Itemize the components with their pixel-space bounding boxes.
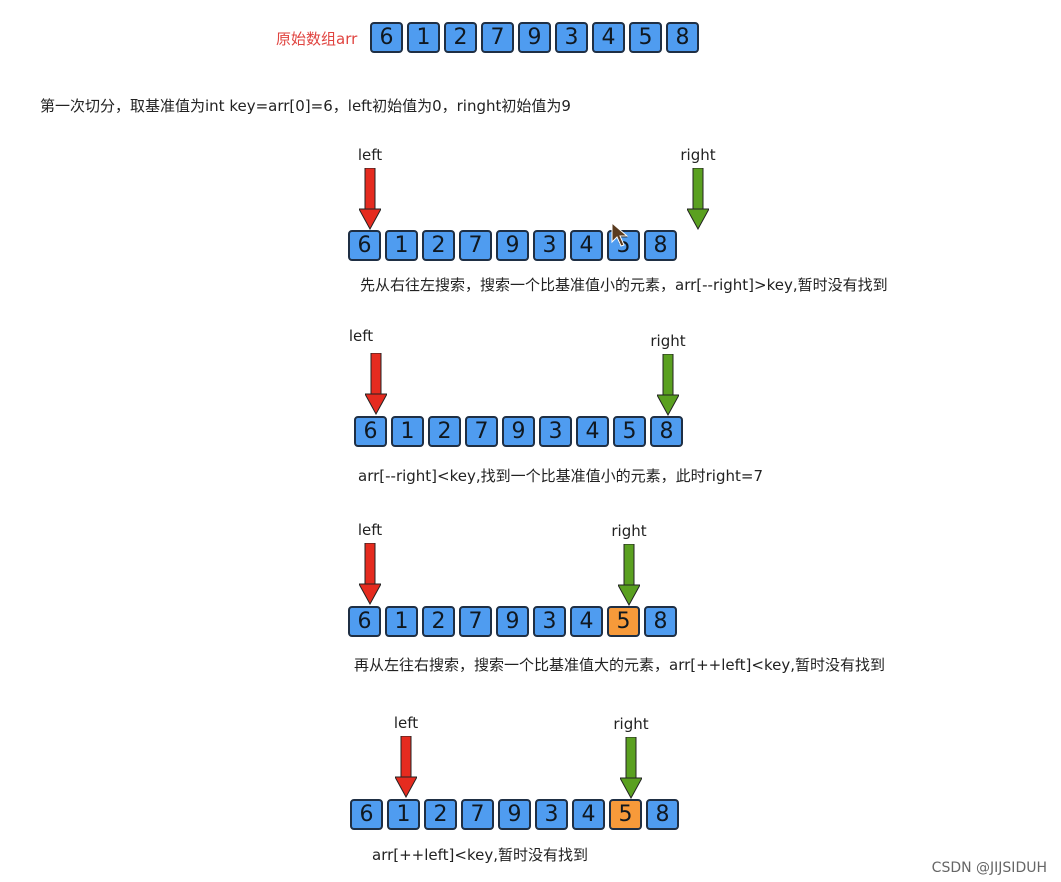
array-cell: 3 <box>539 416 572 447</box>
array-cell: 5 <box>629 22 662 53</box>
array-cell: 8 <box>650 416 683 447</box>
array-cell: 6 <box>348 230 381 261</box>
array-cell: 2 <box>422 230 455 261</box>
right-label: right <box>611 522 647 540</box>
right-arrow-icon <box>657 354 679 416</box>
left-label: left <box>348 327 374 345</box>
array-cell: 2 <box>428 416 461 447</box>
array-cell: 3 <box>533 606 566 637</box>
step4-caption: arr[++left]<key,暂时没有找到 <box>372 846 588 864</box>
array-cell: 2 <box>424 799 457 830</box>
array-cell: 4 <box>570 606 603 637</box>
array-cell: 1 <box>407 22 440 53</box>
array-cell: 2 <box>444 22 477 53</box>
left-arrow-icon <box>359 543 381 605</box>
array-cell: 7 <box>459 606 492 637</box>
watermark: CSDN @JIJSIDUH <box>931 860 1047 876</box>
array-cell: 5 <box>607 606 640 637</box>
array-cell: 7 <box>459 230 492 261</box>
step4-right-pointer: right <box>611 715 651 799</box>
array-cell: 7 <box>481 22 514 53</box>
step1-right-pointer: right <box>678 146 718 230</box>
right-arrow-icon <box>618 544 640 606</box>
right-label: right <box>680 146 716 164</box>
array-cell: 9 <box>496 230 529 261</box>
left-arrow-icon <box>359 168 381 230</box>
step2-caption: arr[--right]<key,找到一个比基准值小的元素，此时right=7 <box>358 467 763 485</box>
array-cell: 5 <box>613 416 646 447</box>
step1-caption: 先从右往左搜索，搜索一个比基准值小的元素，arr[--right]>key,暂时… <box>360 276 888 294</box>
array-cell: 6 <box>348 606 381 637</box>
array-cell: 4 <box>592 22 625 53</box>
right-label: right <box>650 332 686 350</box>
mouse-cursor-icon <box>611 222 629 247</box>
array-cell: 9 <box>498 799 531 830</box>
array-cell: 7 <box>461 799 494 830</box>
array-cell: 6 <box>370 22 403 53</box>
intro-text: 第一次切分，取基准值为int key=arr[0]=6，left初始值为0，ri… <box>40 97 571 115</box>
step3-right-pointer: right <box>609 522 649 606</box>
step2-right-pointer: right <box>648 332 688 416</box>
array-cell: 8 <box>666 22 699 53</box>
array-cell: 8 <box>644 230 677 261</box>
array-cell: 6 <box>354 416 387 447</box>
left-label: left <box>357 521 383 539</box>
step2-left-pointer: left <box>341 327 381 345</box>
array-cell: 1 <box>387 799 420 830</box>
array-cell: 8 <box>644 606 677 637</box>
array-cell: 6 <box>350 799 383 830</box>
array-cell: 3 <box>535 799 568 830</box>
step3-left-pointer: left <box>350 521 390 605</box>
array-cell: 1 <box>385 606 418 637</box>
right-label: right <box>613 715 649 733</box>
array-cell: 8 <box>646 799 679 830</box>
step1-left-pointer: left <box>350 146 390 230</box>
array-cell: 3 <box>533 230 566 261</box>
left-arrow-icon <box>395 736 417 798</box>
array-cell: 9 <box>502 416 535 447</box>
right-arrow-icon <box>620 737 642 799</box>
array-cell: 4 <box>576 416 609 447</box>
array-cell: 3 <box>555 22 588 53</box>
original-array-label: 原始数组arr <box>276 30 358 48</box>
left-arrow-icon <box>365 353 387 415</box>
right-arrow-icon <box>687 168 709 230</box>
left-label: left <box>393 714 419 732</box>
array-cell: 4 <box>570 230 603 261</box>
array-cell: 7 <box>465 416 498 447</box>
left-label: left <box>357 146 383 164</box>
array-cell: 1 <box>385 230 418 261</box>
step4-left-pointer: left <box>386 714 426 798</box>
array-cell: 9 <box>518 22 551 53</box>
step3-caption: 再从左往右搜索，搜索一个比基准值大的元素，arr[++left]<key,暂时没… <box>354 656 885 674</box>
array-cell: 9 <box>496 606 529 637</box>
array-cell: 4 <box>572 799 605 830</box>
array-cell: 5 <box>609 799 642 830</box>
array-cell: 2 <box>422 606 455 637</box>
array-cell: 1 <box>391 416 424 447</box>
